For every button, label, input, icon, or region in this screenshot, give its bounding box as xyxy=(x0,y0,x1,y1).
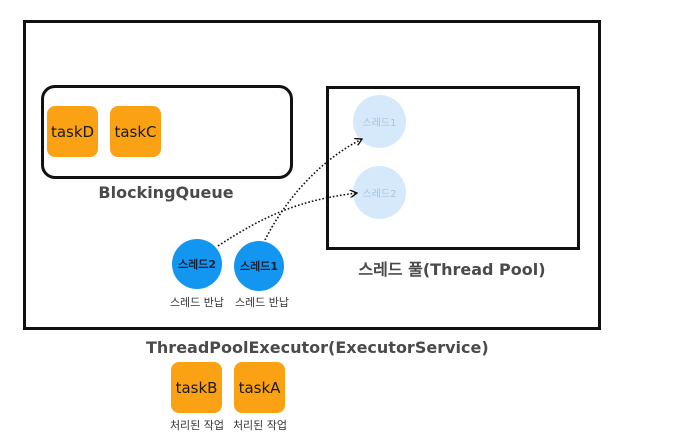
idle-thread-2: 스레드2 xyxy=(353,166,406,219)
thread-return-caption: 스레드 반납 xyxy=(234,296,290,309)
task-label: taskB xyxy=(175,378,218,397)
queue-task-d: taskD xyxy=(47,106,98,157)
processed-task-b: taskB xyxy=(171,362,222,413)
processed-task-a: taskA xyxy=(234,362,285,413)
queue-task-c: taskC xyxy=(110,106,161,157)
blocking-queue-label: BlockingQueue xyxy=(98,183,234,202)
task-label: taskA xyxy=(238,378,281,397)
arrow-thread1-to-pool xyxy=(264,139,362,241)
thread-label: 스레드1 xyxy=(239,260,278,273)
arrow-thread2-to-pool xyxy=(217,193,357,247)
blocking-queue-box xyxy=(41,85,293,179)
thread-label: 스레드2 xyxy=(362,189,397,200)
task-label: taskC xyxy=(114,122,157,141)
thread-pool-box xyxy=(326,86,580,250)
processed-caption: 처리된 작업 xyxy=(169,419,225,432)
processed-caption: 처리된 작업 xyxy=(232,419,288,432)
returning-thread-2: 스레드2 xyxy=(172,239,222,289)
executor-label: ThreadPoolExecutor(ExecutorService) xyxy=(146,338,489,357)
task-label: taskD xyxy=(50,122,95,141)
thread-pool-label: 스레드 풀(Thread Pool) xyxy=(358,260,546,279)
thread-return-caption: 스레드 반납 xyxy=(169,296,225,309)
returning-thread-1: 스레드1 xyxy=(234,241,284,291)
executor-frame xyxy=(23,20,601,330)
thread-label: 스레드1 xyxy=(362,118,397,129)
thread-label: 스레드2 xyxy=(177,258,216,271)
